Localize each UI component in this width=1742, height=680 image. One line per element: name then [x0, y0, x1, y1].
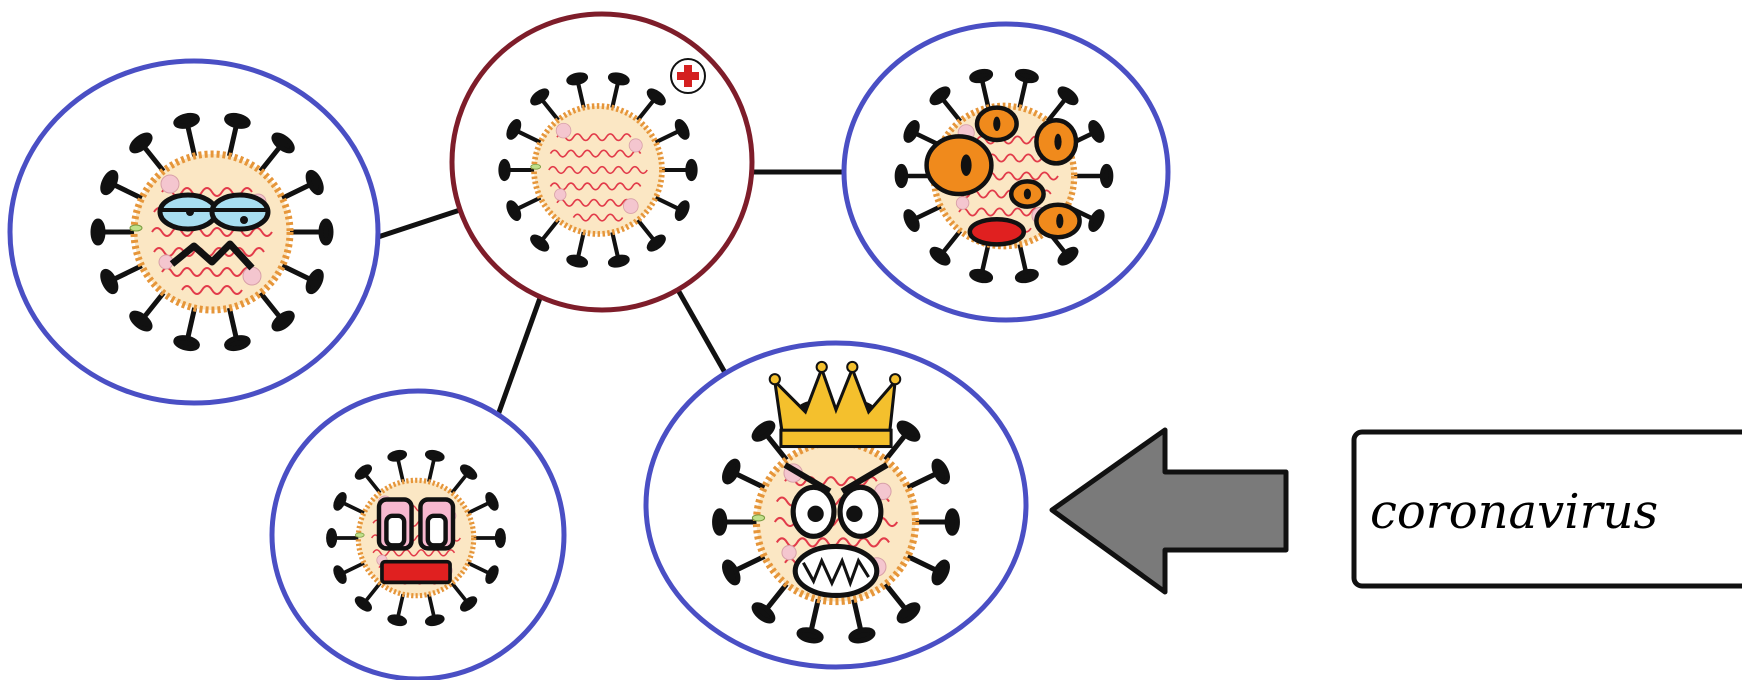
connector-to-king: [675, 288, 731, 380]
word-card: coronavirus: [1351, 429, 1742, 589]
many-eyed-virus-icon: [897, 69, 1111, 282]
square-eyed-virus-icon: [328, 450, 504, 625]
angry-crowned-virus-icon: [715, 360, 958, 643]
square-eyes-bubble: [269, 388, 567, 680]
center-bubble: [449, 11, 755, 313]
connector-to-worried: [377, 207, 461, 240]
left-arrow-icon: [1049, 427, 1289, 595]
medical-cross-icon: [670, 58, 706, 94]
many-eyes-bubble: [841, 21, 1171, 323]
king-bubble: [643, 340, 1029, 670]
worried-bubble: [7, 58, 381, 406]
connector-to-square-eyes: [495, 297, 543, 416]
worried-virus-icon: [93, 114, 331, 351]
connector-lines: [377, 169, 848, 416]
word-card-label: coronavirus: [1370, 484, 1658, 540]
